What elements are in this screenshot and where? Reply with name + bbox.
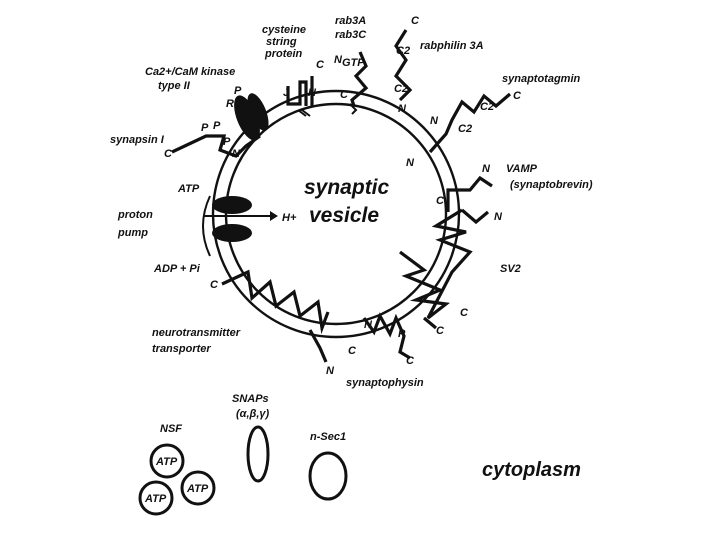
sv2-c-upper: C — [460, 307, 469, 319]
sv2-transmembrane — [399, 208, 473, 320]
vamp-n-terminus: N — [482, 163, 491, 175]
vesicle-label-line2: vesicle — [309, 204, 379, 227]
synaptophysin-label: synaptophysin — [346, 377, 424, 389]
nsec1-protein — [308, 451, 348, 501]
rabphilin-chain — [393, 29, 413, 102]
proton-arrow-head — [270, 211, 278, 221]
synaptotagmin-c2b: C2 — [458, 123, 472, 135]
rab-anchor — [349, 103, 358, 115]
vamp-chain — [446, 175, 493, 212]
camk-subunit-2 — [247, 93, 269, 131]
synaptotagmin-n-terminus: N — [406, 157, 415, 169]
nsf-label: NSF — [160, 423, 182, 435]
transporter-transmembrane — [221, 269, 330, 335]
rab3a-label: rab3A — [335, 15, 366, 27]
nsf-subunit-1 — [149, 443, 185, 479]
adp-label: ADP + Pi — [153, 263, 201, 275]
camk-r-label: R — [226, 98, 234, 110]
vesicle-membrane-inner — [224, 102, 448, 326]
camk-p-terminus-1: P — [234, 85, 242, 97]
synapsin-n-terminus: N — [232, 148, 241, 160]
proton-pump-label-1: proton — [117, 209, 153, 221]
snaps-isoforms-label: (α,β,γ) — [236, 408, 270, 420]
transporter-n-tail — [308, 329, 328, 363]
rabphilin-n-terminus: N — [398, 103, 407, 115]
snap-protein — [246, 425, 270, 483]
sv2-label: SV2 — [500, 263, 521, 275]
rab3-chain — [350, 51, 369, 107]
nsf-subunit-2 — [180, 470, 216, 506]
rab-n-terminus: N — [334, 54, 343, 66]
csp-n-terminus: N — [308, 87, 317, 99]
csp-c-terminus: C — [316, 59, 325, 71]
nsf-atp-1: ATP — [155, 456, 178, 468]
proton-pump-atp: ATP — [177, 183, 200, 195]
rab3c-label: rab3C — [335, 29, 367, 41]
synaptophysin-c-terminus: C — [406, 355, 415, 367]
synaptophysin-chain — [362, 312, 411, 360]
cysteine-string-protein-chain — [286, 80, 308, 106]
proton-pump-subunit-top — [212, 196, 252, 214]
nsf-atp-3: ATP — [144, 493, 167, 505]
sv2-c-terminus: C — [436, 325, 445, 337]
cysteine-label-1: cysteine — [262, 24, 306, 36]
sv2-n-loop — [460, 208, 490, 225]
cysteine-label-2: string — [266, 36, 297, 48]
cytoplasm-label: cytoplasm — [482, 459, 581, 481]
synaptotagmin-c-terminus: C — [513, 90, 522, 102]
synaptobrevin-label: (synaptobrevin) — [510, 179, 593, 191]
vesicle-membrane-outer — [211, 89, 461, 339]
synaptotagmin-label: synaptotagmin — [502, 73, 581, 85]
vesicle-label-line1: synaptic — [304, 176, 390, 199]
rabphilin-c-terminus: C — [411, 15, 420, 27]
h-plus-label: H+ — [282, 212, 297, 224]
camk-subunit-1 — [234, 95, 260, 141]
synapsin-label: synapsin I — [110, 134, 165, 146]
synapsin-p2: P — [213, 120, 221, 132]
pump-c-terminus: C — [210, 279, 219, 291]
synapsin-chain — [171, 134, 261, 158]
vamp-c-terminus: C — [436, 195, 445, 207]
camk-label-2: type II — [158, 80, 191, 92]
rab-c-terminus: C — [340, 89, 349, 101]
nsf-subunit-3 — [138, 480, 174, 516]
cysteine-label-3: protein — [264, 48, 303, 60]
rabphilin-label: rabphilin 3A — [420, 40, 484, 52]
synapsin-p1: P — [201, 122, 209, 134]
transporter-n-terminus: N — [326, 365, 335, 377]
rabphilin-c2b: C2 — [394, 83, 408, 95]
transporter-c-terminus: C — [348, 345, 357, 357]
synaptophysin-p: P — [398, 328, 406, 340]
proton-pump-label-2: pump — [117, 227, 148, 239]
synaptotagmin-n-top: N — [430, 115, 439, 127]
nsf-atp-2: ATP — [186, 483, 209, 495]
sv2-c-tail — [422, 316, 438, 330]
transporter-label-2: transporter — [152, 343, 211, 355]
synaptotagmin-chain — [428, 92, 512, 154]
atp-hydrolysis-arrow — [202, 195, 211, 257]
csp-j-terminus: J — [283, 87, 290, 99]
csp-palmitoyl-anchors — [297, 109, 311, 117]
transporter-label-1: neurotransmitter — [152, 327, 241, 339]
synapsin-c-terminus: C — [164, 148, 173, 160]
camk-label-1: Ca2+/CaM kinase — [145, 66, 235, 78]
sv2-n-terminus: N — [494, 211, 503, 223]
rab-gtp-label: GTP — [342, 57, 365, 69]
synapsin-p3: P — [223, 136, 231, 148]
vamp-label: VAMP — [506, 163, 538, 175]
proton-pump-subunit-bottom — [212, 224, 252, 242]
nsec1-label: n-Sec1 — [310, 431, 346, 443]
rabphilin-c2a: C2 — [396, 45, 410, 57]
synaptotagmin-c2a: C2 — [480, 101, 494, 113]
snaps-label: SNAPs — [232, 393, 269, 405]
synaptophysin-n-terminus: N — [364, 319, 373, 331]
